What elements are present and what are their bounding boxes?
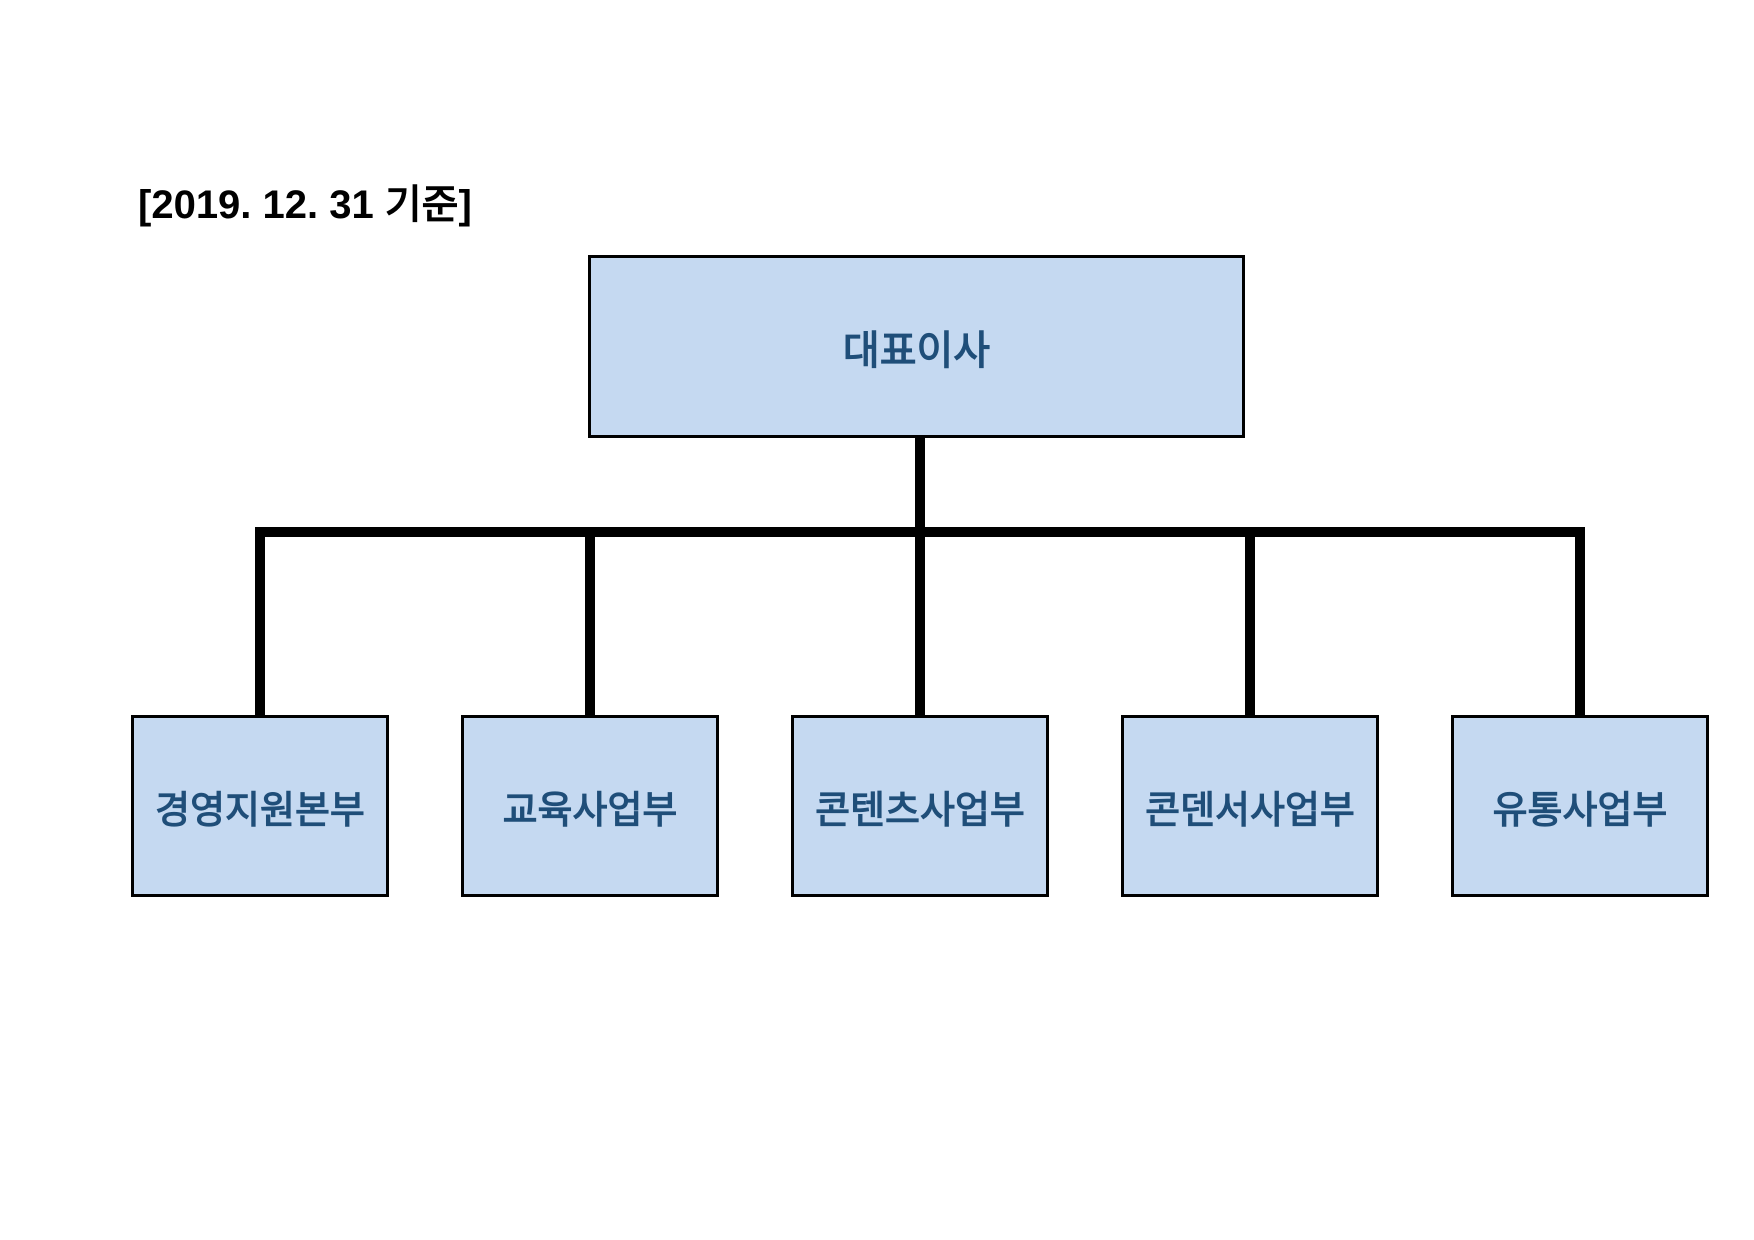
org-node-label: 교육사업부 [502,789,678,832]
org-node-label: 유통사업부 [1492,789,1668,832]
org-node-contents-division: 콘텐츠사업부 [791,715,1049,897]
org-node-ceo-label: 대표이사 [842,328,991,373]
org-node-label: 경영지원본부 [155,789,365,832]
connector-drop-4 [1245,527,1255,715]
connector-drop-1 [255,527,265,715]
org-node-label: 콘덴서사업부 [1145,789,1355,832]
org-node-condenser-division: 콘덴서사업부 [1121,715,1379,897]
org-node-management-support: 경영지원본부 [131,715,389,897]
connector-drop-3 [915,527,925,715]
org-node-label: 콘텐츠사업부 [815,789,1025,832]
org-node-education-division: 교육사업부 [461,715,719,897]
connector-drop-5 [1575,527,1585,715]
org-node-distribution-division: 유통사업부 [1451,715,1709,897]
org-node-ceo: 대표이사 [588,255,1245,438]
connector-drop-2 [585,527,595,715]
connector-root-trunk [915,438,925,532]
as-of-date-label: [2019. 12. 31 기준] [138,183,472,227]
